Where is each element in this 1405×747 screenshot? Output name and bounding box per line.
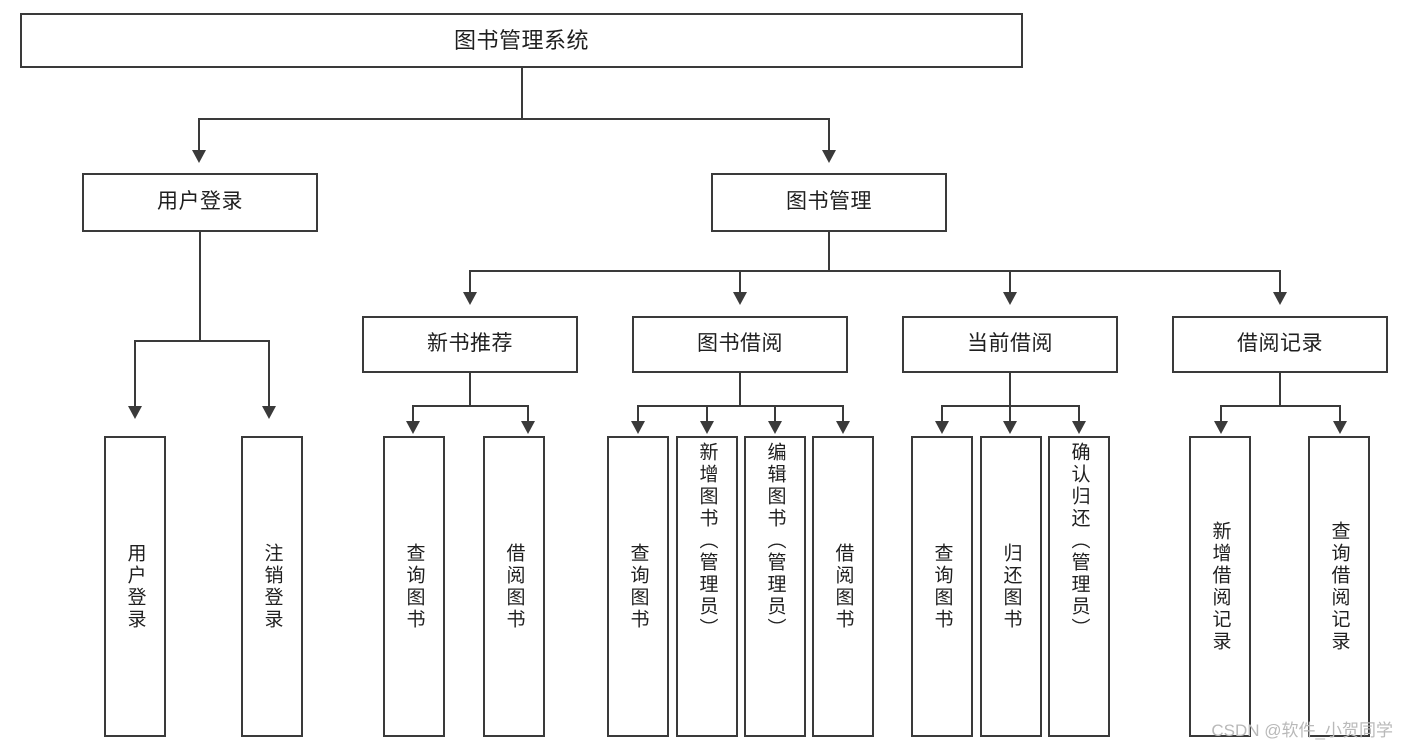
node-label: 借阅图书 [832, 542, 854, 631]
connector-book-manage-bus [469, 270, 1281, 272]
node-label: 查询图书 [403, 542, 425, 631]
leaf-record-add-record[interactable]: 新增借阅记录 [1189, 436, 1251, 737]
leaf-current-confirm-return-admin[interactable]: 确认归还（管理员） [1048, 436, 1110, 737]
leaf-current-return-book[interactable]: 归还图书 [980, 436, 1042, 737]
arrowhead-book-manage-record [1273, 292, 1287, 305]
node-label: 图书管理系统 [453, 27, 589, 53]
connector-recommend-bus [412, 405, 528, 407]
arrowhead-current-leaf-2 [1003, 421, 1017, 434]
node-label: 新增图书（管理员） [696, 442, 718, 640]
connector-current-to-leaf-1 [941, 405, 943, 423]
leaf-borrow-add-book-admin[interactable]: 新增图书（管理员） [676, 436, 738, 737]
leaf-user-login-login[interactable]: 用户登录 [104, 436, 166, 737]
connector-record-stem [1279, 373, 1281, 405]
node-label: 注销登录 [261, 542, 283, 631]
arrowhead-book-manage-current [1003, 292, 1017, 305]
node-label: 编辑图书（管理员） [764, 442, 786, 640]
connector-borrow-to-leaf-2 [706, 405, 708, 423]
node-label: 确认归还（管理员） [1068, 442, 1090, 640]
arrowhead-recommend-leaf-2 [521, 421, 535, 434]
leaf-borrow-query-book[interactable]: 查询图书 [607, 436, 669, 737]
arrowhead-current-leaf-1 [935, 421, 949, 434]
arrowhead-root-to-book-manage [822, 150, 836, 163]
node-current-borrow[interactable]: 当前借阅 [902, 316, 1118, 373]
leaf-record-query-record[interactable]: 查询借阅记录 [1308, 436, 1370, 737]
arrowhead-user-login-leaf-1 [128, 406, 142, 419]
arrowhead-borrow-leaf-2 [700, 421, 714, 434]
connector-user-login-to-leaf-1 [134, 340, 136, 408]
node-label: 查询图书 [931, 542, 953, 631]
node-label: 用户登录 [157, 190, 243, 214]
connector-current-stem [1009, 373, 1011, 405]
connector-root-to-user-login [198, 118, 200, 152]
node-label: 当前借阅 [967, 332, 1053, 356]
leaf-borrow-borrow-book[interactable]: 借阅图书 [812, 436, 874, 737]
arrowhead-record-leaf-1 [1214, 421, 1228, 434]
connector-recommend-stem [469, 373, 471, 405]
connector-borrow-bus [637, 405, 844, 407]
connector-book-manage-stem [828, 232, 830, 270]
connector-borrow-to-leaf-3 [774, 405, 776, 423]
arrowhead-user-login-leaf-2 [262, 406, 276, 419]
node-label: 图书管理 [786, 190, 872, 214]
node-user-login[interactable]: 用户登录 [82, 173, 318, 232]
node-borrow-record[interactable]: 借阅记录 [1172, 316, 1388, 373]
connector-book-manage-to-record [1279, 270, 1281, 294]
connector-user-login-bus [134, 340, 268, 342]
arrowhead-borrow-leaf-4 [836, 421, 850, 434]
leaf-recommend-query-book[interactable]: 查询图书 [383, 436, 445, 737]
node-label: 用户登录 [124, 542, 146, 631]
node-label: 归还图书 [1000, 542, 1022, 631]
connector-borrow-stem [739, 373, 741, 405]
connector-book-manage-to-recommend [469, 270, 471, 294]
node-label: 图书借阅 [697, 332, 783, 356]
node-label: 新增借阅记录 [1209, 520, 1231, 653]
connector-borrow-to-leaf-4 [842, 405, 844, 423]
connector-current-to-leaf-3 [1078, 405, 1080, 423]
node-label: 新书推荐 [427, 332, 513, 356]
node-label: 查询借阅记录 [1328, 520, 1350, 653]
node-book-management[interactable]: 图书管理 [711, 173, 947, 232]
node-label: 借阅记录 [1237, 332, 1323, 356]
connector-record-to-leaf-1 [1220, 405, 1222, 423]
connector-borrow-to-leaf-1 [637, 405, 639, 423]
arrowhead-recommend-leaf-1 [406, 421, 420, 434]
node-book-borrow[interactable]: 图书借阅 [632, 316, 848, 373]
arrowhead-current-leaf-3 [1072, 421, 1086, 434]
leaf-current-query-book[interactable]: 查询图书 [911, 436, 973, 737]
connector-root-bus [198, 118, 830, 120]
connector-current-to-leaf-2 [1009, 405, 1011, 423]
connector-record-to-leaf-2 [1339, 405, 1341, 423]
connector-recommend-to-leaf-1 [412, 405, 414, 423]
watermark-text: CSDN @软件_小贺同学 [1211, 721, 1393, 740]
node-label: 查询图书 [627, 542, 649, 631]
connector-book-manage-to-borrow [739, 270, 741, 294]
arrowhead-book-manage-borrow [733, 292, 747, 305]
leaf-recommend-borrow-book[interactable]: 借阅图书 [483, 436, 545, 737]
node-label: 借阅图书 [503, 542, 525, 631]
leaf-user-login-logout[interactable]: 注销登录 [241, 436, 303, 737]
node-root-library-system[interactable]: 图书管理系统 [20, 13, 1023, 68]
leaf-borrow-edit-book-admin[interactable]: 编辑图书（管理员） [744, 436, 806, 737]
arrowhead-root-to-user-login [192, 150, 206, 163]
arrowhead-borrow-leaf-1 [631, 421, 645, 434]
arrowhead-record-leaf-2 [1333, 421, 1347, 434]
node-new-book-recommend[interactable]: 新书推荐 [362, 316, 578, 373]
connector-root-stem [521, 68, 523, 118]
arrowhead-book-manage-recommend [463, 292, 477, 305]
connector-recommend-to-leaf-2 [527, 405, 529, 423]
connector-record-bus [1220, 405, 1340, 407]
connector-user-login-to-leaf-2 [268, 340, 270, 408]
connector-root-to-book-manage [828, 118, 830, 152]
connector-user-login-stem [199, 232, 201, 340]
arrowhead-borrow-leaf-3 [768, 421, 782, 434]
connector-book-manage-to-current [1009, 270, 1011, 294]
